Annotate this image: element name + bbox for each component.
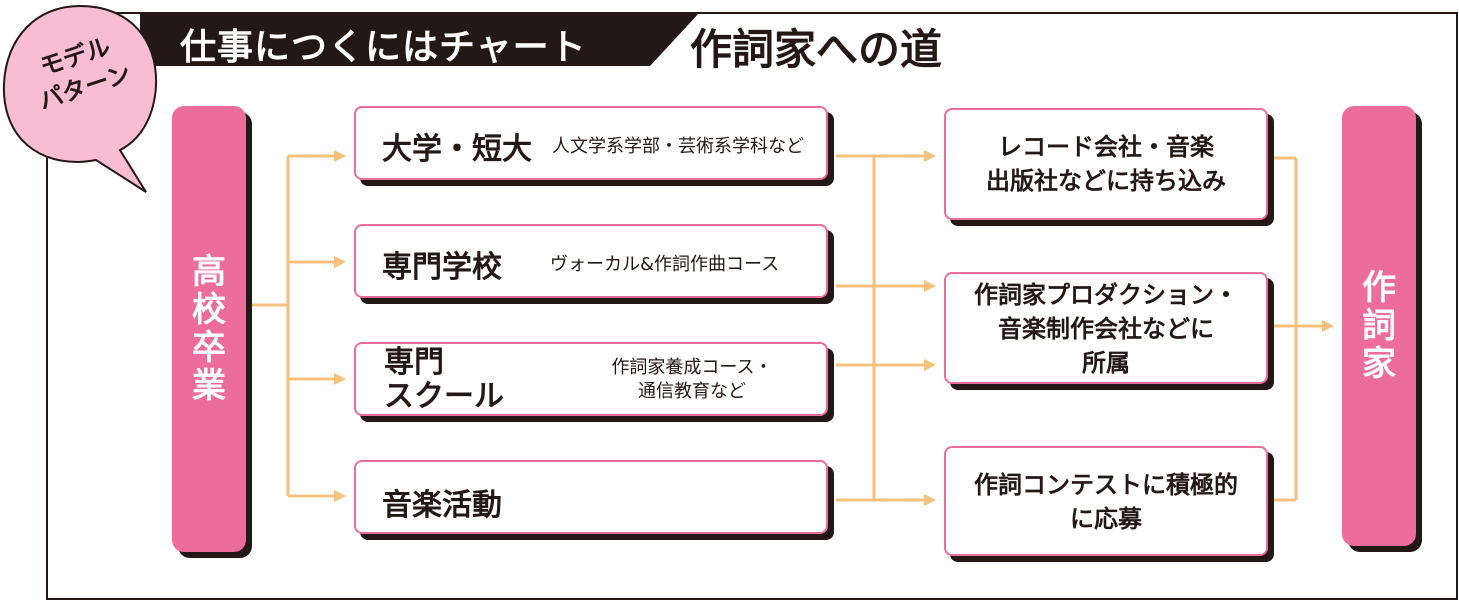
path-note: 作詞家養成コース・ 通信教育など: [592, 356, 792, 404]
goal-char: 詞: [1362, 306, 1396, 346]
action-line-2: に応募: [1070, 505, 1142, 533]
path-note: 人文学系学部・芸術系学科など: [552, 136, 804, 157]
start-char: 業: [192, 366, 226, 406]
path-title-line-2: スクール: [384, 379, 504, 414]
model-pattern-bubble: [2, 4, 158, 193]
path-special-school-box: 専門 スクール 作詞家養成コース・ 通信教育など: [354, 342, 828, 416]
start-char: 卒: [192, 328, 226, 368]
start-char: 高: [192, 252, 226, 292]
goal-lyricist: 作 詞 家: [1342, 106, 1416, 546]
action-line-1: レコード会社・音楽: [998, 133, 1214, 161]
path-title-line-1: 専門: [384, 345, 444, 380]
header-subtitle: 仕事につくにはチャート: [180, 27, 587, 68]
chart-frame: [46, 12, 1458, 600]
path-note-line-1: 作詞家養成コース・: [611, 357, 773, 378]
action-text: 作詞コンテストに積極的 に応募: [946, 468, 1266, 536]
action-record-company-box: レコード会社・音楽 出版社などに持ち込み: [944, 108, 1268, 220]
path-title: 専門学校: [382, 250, 502, 285]
start-char: 校: [192, 290, 226, 330]
path-title: 専門 スクール: [384, 346, 504, 414]
path-vocational-school-box: 専門学校 ヴォーカル&作詞作曲コース: [354, 224, 828, 298]
path-title: 音楽活動: [382, 488, 502, 523]
path-note: ヴォーカル&作詞作曲コース: [550, 254, 780, 275]
action-text: 作詞家プロダクション・ 音楽制作会社などに 所属: [946, 278, 1266, 380]
path-music-activity-box: 音楽活動: [354, 460, 828, 534]
goal-char: 家: [1362, 344, 1396, 384]
start-high-school-graduation: 高 校 卒 業: [172, 106, 246, 552]
page-title: 作詞家への道: [690, 25, 943, 74]
action-line-2: 音楽制作会社などに: [998, 315, 1214, 343]
path-university-box: 大学・短大 人文学系学部・芸術系学科など: [354, 106, 828, 180]
path-title: 大学・短大: [382, 132, 532, 167]
action-line-3: 所属: [1082, 349, 1130, 377]
action-production-box: 作詞家プロダクション・ 音楽制作会社などに 所属: [944, 272, 1268, 384]
goal-char: 作: [1362, 268, 1396, 308]
action-line-2: 出版社などに持ち込み: [986, 167, 1226, 195]
action-line-1: 作詞家プロダクション・: [974, 281, 1238, 309]
header-band: [140, 12, 700, 66]
action-contest-box: 作詞コンテストに積極的 に応募: [944, 446, 1268, 556]
path-note-line-2: 通信教育など: [638, 381, 746, 402]
action-text: レコード会社・音楽 出版社などに持ち込み: [946, 130, 1266, 198]
action-line-1: 作詞コンテストに積極的: [974, 471, 1238, 499]
